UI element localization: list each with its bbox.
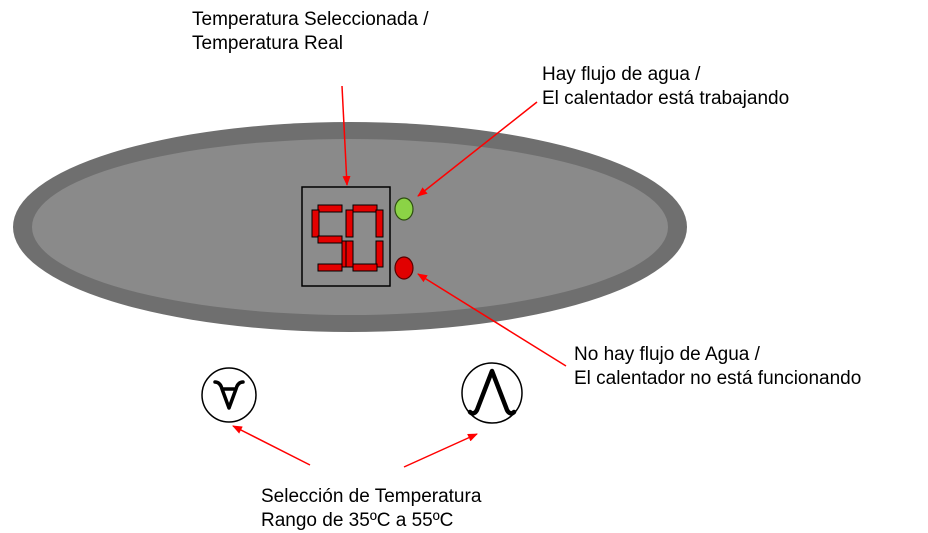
temp-down-button[interactable]	[201, 367, 257, 423]
label-line: Rango de 35ºC a 55ºC	[261, 510, 454, 531]
green-led	[394, 197, 414, 221]
temp-up-button[interactable]	[461, 362, 523, 424]
arrow-to-red-led	[417, 273, 567, 367]
arrow-to-up-button	[403, 433, 478, 468]
label-line: El calentador no está funcionando	[574, 368, 862, 389]
selected-temperature-label: Temperatura Seleccionada / Temperatura R…	[192, 8, 429, 56]
arrow-to-display	[341, 85, 351, 186]
temperature-display	[301, 186, 391, 287]
arrow-to-down-button	[232, 425, 311, 466]
water-flow-label: Hay flujo de agua / El calentador está t…	[542, 63, 789, 111]
chevron-down-icon	[213, 380, 245, 410]
chevron-up-icon	[467, 368, 517, 416]
label-line: No hay flujo de Agua /	[574, 344, 760, 365]
red-led	[394, 256, 414, 280]
no-water-flow-label: No hay flujo de Agua / El calentador no …	[574, 343, 861, 391]
digit-zero	[345, 204, 384, 272]
temperature-selection-label: Selección de Temperatura Rango de 35ºC a…	[261, 485, 481, 533]
arrow-to-green-led	[417, 101, 538, 197]
label-line: Temperatura Seleccionada /	[192, 9, 429, 30]
label-line: Hay flujo de agua /	[542, 64, 701, 85]
label-line: Temperatura Real	[192, 33, 344, 54]
label-line: El calentador está trabajando	[542, 88, 790, 109]
label-line: Selección de Temperatura	[261, 486, 482, 507]
